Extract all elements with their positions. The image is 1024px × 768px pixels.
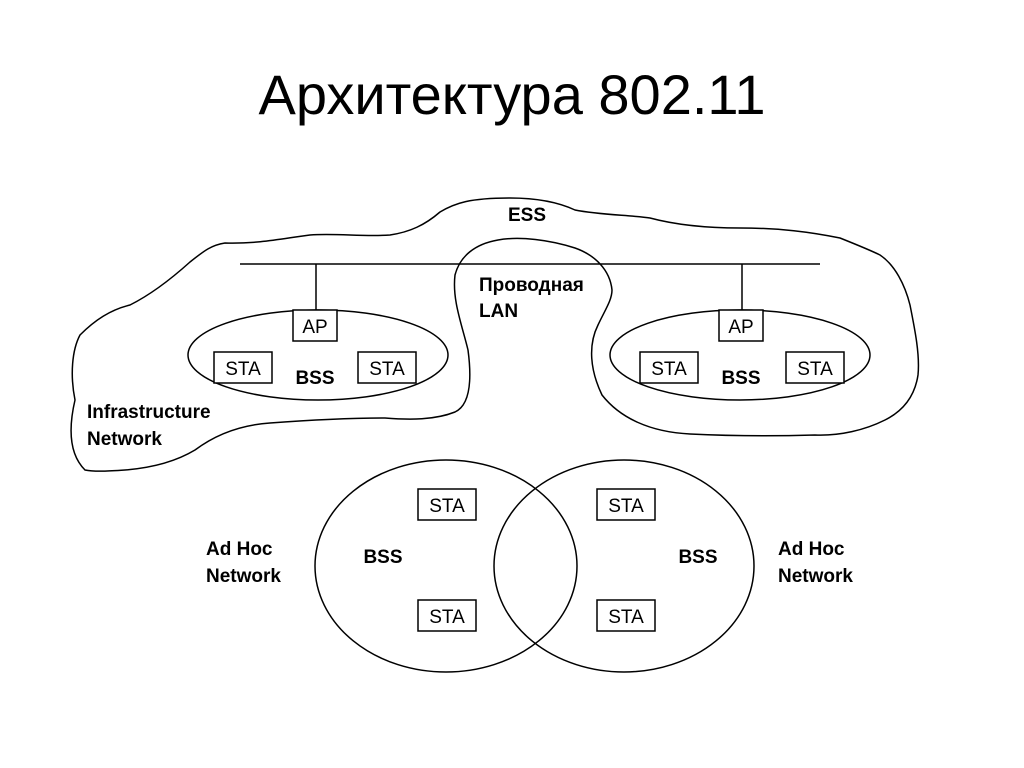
ap-left-box [292, 309, 338, 342]
sta-box [417, 599, 477, 632]
ap-left-label: AP [302, 317, 327, 338]
sta-box [213, 351, 273, 384]
sta-label: STA [369, 359, 405, 380]
adhoc-right-label-line1: Ad Hoc [778, 539, 845, 560]
infrastructure-label-line1: Infrastructure [87, 402, 211, 423]
adhoc-bss-left-circle [314, 459, 578, 673]
sta-label: STA [608, 496, 644, 517]
sta-box [596, 599, 656, 632]
bss-label: BSS [721, 368, 760, 389]
sta-box [417, 488, 477, 521]
wired-lan-label-line1: Проводная [479, 275, 584, 296]
sta-box [639, 351, 699, 384]
slide-title: Архитектура 802.11 [258, 63, 766, 126]
sta-box [785, 351, 845, 384]
ess-cloud [70, 197, 920, 472]
sta-label: STA [429, 496, 465, 517]
adhoc-bss-right-circle [493, 459, 755, 673]
sta-box [596, 488, 656, 521]
ap-right-box [718, 309, 764, 342]
wired-lan-label-line2: LAN [479, 301, 518, 322]
ess-label: ESS [508, 205, 546, 226]
bss-label: BSS [295, 368, 334, 389]
sta-label: STA [797, 359, 833, 380]
sta-label: STA [429, 607, 465, 628]
adhoc-right-label-line2: Network [778, 566, 853, 587]
sta-label: STA [651, 359, 687, 380]
infrastructure-label-line2: Network [87, 429, 162, 450]
adhoc-left-label-line2: Network [206, 566, 281, 587]
sta-label: STA [225, 359, 261, 380]
sta-label: STA [608, 607, 644, 628]
ap-right-label: AP [728, 317, 753, 338]
bss-label: BSS [678, 547, 717, 568]
bss-label: BSS [363, 547, 402, 568]
sta-box [357, 351, 417, 384]
adhoc-left-label-line1: Ad Hoc [206, 539, 273, 560]
